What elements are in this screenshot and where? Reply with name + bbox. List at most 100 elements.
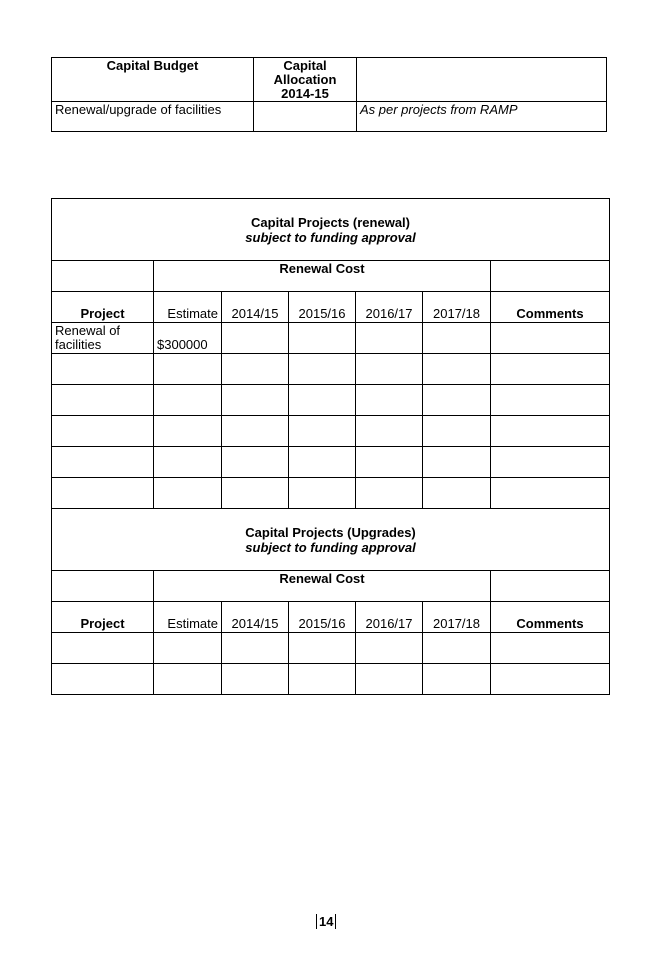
upgrades-group-blank-left <box>51 570 154 602</box>
table-cell <box>355 384 423 416</box>
table-cell <box>153 663 222 695</box>
table-cell <box>221 415 289 447</box>
table-cell <box>153 632 222 664</box>
table-cell <box>288 384 356 416</box>
upgrades-title-row: Capital Projects (Upgrades)subject to fu… <box>50 508 611 571</box>
renewal-title-row: Capital Projects (renewal)subject to fun… <box>50 198 611 261</box>
table-cell <box>288 322 356 354</box>
renewal-col-header: Comments <box>489 291 611 323</box>
budget-header-notes <box>356 57 607 102</box>
table-cell <box>422 446 491 478</box>
table-cell <box>355 322 423 354</box>
table-cell <box>221 322 289 354</box>
table-cell <box>153 415 222 447</box>
upgrades-col-header: 2014/15 <box>221 601 289 633</box>
allocation-line-1: Capital <box>283 58 327 73</box>
table-cell <box>288 477 356 509</box>
renewal-renewal-cost-header: Renewal Cost <box>153 260 491 292</box>
table-cell <box>288 353 356 385</box>
renewal-section-title: Capital Projects (renewal) <box>251 214 410 230</box>
table-cell <box>355 415 423 447</box>
table-cell <box>489 632 611 664</box>
capital-budget-table: Capital Budget Capital Allocation 2014-1… <box>51 57 607 132</box>
upgrades-section-header: Capital Projects (Upgrades)subject to fu… <box>50 508 611 571</box>
renewal-col-header: 2015/16 <box>288 291 356 323</box>
table-cell <box>355 632 423 664</box>
page-number: 14 <box>316 914 337 929</box>
table-cell <box>288 663 356 695</box>
upgrades-col-header: 2015/16 <box>288 601 356 633</box>
table-cell <box>51 632 154 664</box>
renewal-col-header: Project <box>51 291 154 323</box>
upgrades-group-row: Renewal Cost <box>51 570 611 602</box>
table-cell <box>51 446 154 478</box>
table-cell: $300000 <box>153 322 222 354</box>
table-row <box>51 353 611 385</box>
renewal-group-blank-right <box>489 260 611 292</box>
table-cell <box>51 415 154 447</box>
table-cell <box>51 477 154 509</box>
table-cell <box>489 353 611 385</box>
table-cell <box>221 353 289 385</box>
table-cell <box>489 663 611 695</box>
renewal-group-row: Renewal Cost <box>51 260 611 292</box>
table-cell <box>51 663 154 695</box>
table-cell <box>422 632 491 664</box>
upgrades-section-title: Capital Projects (Upgrades) <box>245 524 416 540</box>
capital-projects-table: Capital Projects (renewal)subject to fun… <box>50 198 611 695</box>
upgrades-col-header: 2017/18 <box>422 601 491 633</box>
upgrades-group-blank-right <box>489 570 611 602</box>
table-row <box>51 446 611 478</box>
table-row <box>51 384 611 416</box>
table-cell <box>355 353 423 385</box>
table-row <box>51 663 611 695</box>
table-cell <box>153 446 222 478</box>
table-cell <box>422 477 491 509</box>
table-row <box>51 632 611 664</box>
budget-header-row: Capital Budget Capital Allocation 2014-1… <box>51 57 607 102</box>
table-cell <box>288 632 356 664</box>
budget-header-capital-budget: Capital Budget <box>51 57 254 102</box>
renewal-col-header: 2016/17 <box>355 291 423 323</box>
renewal-group-blank-left <box>51 260 154 292</box>
budget-allocation <box>253 101 357 132</box>
table-row <box>51 415 611 447</box>
upgrades-col-header: Comments <box>489 601 611 633</box>
table-cell <box>221 384 289 416</box>
table-cell <box>51 384 154 416</box>
table-cell <box>489 477 611 509</box>
table-cell <box>221 477 289 509</box>
upgrades-section-subtitle: subject to funding approval <box>245 539 416 555</box>
table-row <box>51 477 611 509</box>
renewal-section-header: Capital Projects (renewal)subject to fun… <box>50 198 611 261</box>
table-cell <box>422 322 491 354</box>
table-cell <box>355 663 423 695</box>
upgrades-renewal-cost-header: Renewal Cost <box>153 570 491 602</box>
renewal-col-header: 2014/15 <box>221 291 289 323</box>
upgrades-col-header: Estimate <box>153 601 222 633</box>
table-cell: Renewal of facilities <box>51 322 154 354</box>
table-cell <box>51 353 154 385</box>
table-cell <box>489 322 611 354</box>
renewal-col-header: 2017/18 <box>422 291 491 323</box>
budget-row: Renewal/upgrade of facilities As per pro… <box>51 101 607 132</box>
table-cell <box>489 384 611 416</box>
upgrades-col-header: Project <box>51 601 154 633</box>
table-cell <box>422 415 491 447</box>
table-cell <box>355 446 423 478</box>
allocation-line-3: 2014-15 <box>281 86 329 101</box>
table-cell <box>422 384 491 416</box>
table-cell <box>489 446 611 478</box>
upgrades-col-header: 2016/17 <box>355 601 423 633</box>
table-cell <box>221 446 289 478</box>
table-cell <box>221 663 289 695</box>
table-cell <box>288 446 356 478</box>
table-cell <box>422 353 491 385</box>
table-row: Renewal of facilities$300000 <box>51 322 611 354</box>
table-cell <box>221 632 289 664</box>
budget-item: Renewal/upgrade of facilities <box>51 101 254 132</box>
table-cell <box>153 353 222 385</box>
renewal-section-subtitle: subject to funding approval <box>245 229 416 245</box>
